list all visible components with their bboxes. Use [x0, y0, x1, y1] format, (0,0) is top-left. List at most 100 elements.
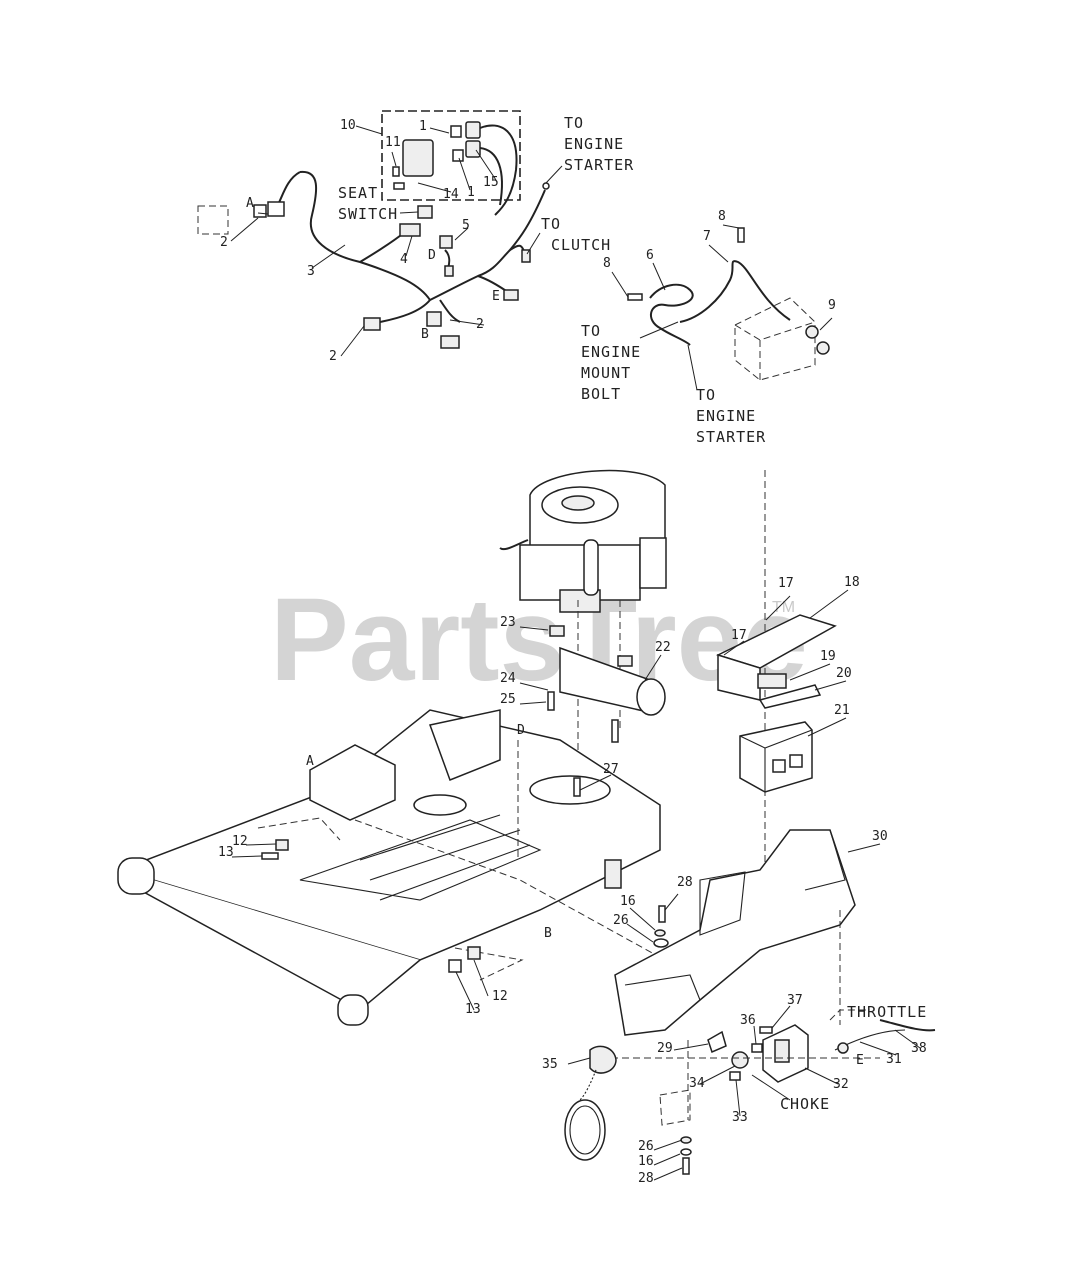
control-module: [402, 139, 434, 177]
module-screw: [393, 182, 405, 190]
harness-trunk: [299, 170, 431, 301]
frame-dashed-12b: [454, 947, 524, 981]
part-label-p25: 25: [500, 692, 516, 707]
seat-switch-connector: [417, 205, 433, 219]
part-label-p12a: 12: [232, 834, 248, 849]
part-label-p26a: 26: [613, 913, 629, 928]
part-label-pE1: E: [492, 289, 500, 304]
negative-cable: [649, 283, 694, 346]
part-label-p16a: 16: [620, 894, 636, 909]
control-panel-group: [600, 1009, 936, 1120]
battery-pad-20: [758, 684, 822, 709]
harness-starter-branch: [429, 189, 546, 301]
part-label-p38: 38: [911, 1041, 927, 1056]
key-fob-inner: [569, 1105, 601, 1155]
screw-37: [759, 1026, 773, 1034]
washer-26b: [680, 1136, 692, 1144]
callout-seat-switch-2: SWITCH: [338, 205, 398, 223]
frame-ribs: [359, 814, 531, 901]
part-label-pD1: D: [428, 248, 436, 263]
part-label-p35: 35: [542, 1057, 558, 1072]
module-pin: [392, 166, 400, 177]
connector-d: [444, 265, 454, 277]
battery-21: [739, 721, 813, 793]
battery-cable-group: [627, 227, 830, 381]
frame-left-hole: [413, 794, 467, 816]
part-label-p1a: 1: [419, 119, 427, 134]
part-label-p2b: 2: [476, 317, 484, 332]
battery-dashed: [734, 297, 816, 381]
part-label-p19: 19: [820, 649, 836, 664]
part-label-p36: 36: [740, 1013, 756, 1028]
part-label-p17b: 17: [731, 628, 747, 643]
callout-seat-switch-1: SEAT: [338, 184, 378, 202]
frame-upright: [429, 709, 501, 781]
frame-left-tube: [117, 857, 155, 895]
key-chain: [579, 1069, 597, 1101]
part-label-p11: 11: [385, 135, 401, 150]
part-label-pB1: B: [421, 327, 429, 342]
fender-group: [614, 829, 856, 1036]
part-label-p12b: 12: [492, 989, 508, 1004]
frame-dashed-diagonal: [354, 819, 666, 961]
part-label-p30: 30: [872, 829, 888, 844]
bolt-25: [547, 691, 555, 711]
part-label-p16b: 16: [638, 1154, 654, 1169]
part-label-p18: 18: [844, 575, 860, 590]
positive-cable: [679, 260, 791, 323]
fuse-holder-lower: [452, 149, 464, 162]
switch-29: [707, 1030, 727, 1054]
leaders-engine-area: [519, 589, 881, 853]
part-label-p31: 31: [886, 1052, 902, 1067]
part-label-p2a: 2: [220, 235, 228, 250]
muffler-group: [547, 625, 666, 743]
bolt-8-left: [627, 293, 643, 301]
control-plate-slot: [774, 1039, 790, 1063]
panel-dashed-top: [829, 1009, 870, 1021]
part-label-p9: 9: [828, 298, 836, 313]
frame-front-tube: [337, 994, 369, 1026]
callout-to-engine-starter-top-2: ENGINE: [564, 135, 624, 153]
bolt-13a: [261, 852, 279, 860]
relay-lower: [465, 140, 481, 158]
fender-top: [790, 829, 846, 891]
leaders-panel: [567, 1005, 921, 1181]
ignition-key-group: [564, 1045, 692, 1175]
part-label-p13a: 13: [218, 845, 234, 860]
part-label-pA1: A: [246, 196, 254, 211]
leaders-battery-cables: [611, 224, 833, 391]
part-label-p26b: 26: [638, 1139, 654, 1154]
bracket-dashed: [659, 1089, 691, 1126]
washer-16b: [680, 1148, 692, 1156]
clip-12b: [467, 946, 481, 960]
nut-33: [729, 1071, 741, 1081]
part-label-p22: 22: [655, 640, 671, 655]
part-label-p33: 33: [732, 1110, 748, 1125]
key-fob: [564, 1099, 606, 1161]
frame-dashed-12a: [257, 817, 341, 841]
part-label-p14: 14: [443, 187, 459, 202]
relay-upper: [465, 121, 481, 139]
knob-34: [731, 1051, 749, 1069]
wiring-harness-group: [197, 110, 550, 349]
screw-36: [751, 1043, 763, 1053]
part-label-pB2: B: [544, 926, 552, 941]
part-label-p28b: 28: [638, 1171, 654, 1186]
gasket-right: [617, 655, 633, 667]
harness-b-branch: [439, 299, 461, 323]
callout-engine-mount-3: MOUNT: [581, 364, 631, 382]
leader-lines: [230, 125, 921, 1181]
engine-dipstick-tube: [583, 539, 599, 596]
bolt-28a: [658, 905, 666, 923]
leaders-harness: [230, 165, 563, 357]
engine-side-panel: [639, 537, 667, 589]
leaders-frame: [231, 843, 679, 1011]
battery-window-1: [772, 759, 786, 773]
fender-30: [614, 829, 856, 1036]
part-label-p27: 27: [603, 762, 619, 777]
nut-9-a: [805, 325, 819, 339]
connector-a-plug: [267, 201, 285, 217]
bolt-28b: [682, 1157, 690, 1175]
callout-engine-mount-1: TO: [581, 322, 601, 340]
